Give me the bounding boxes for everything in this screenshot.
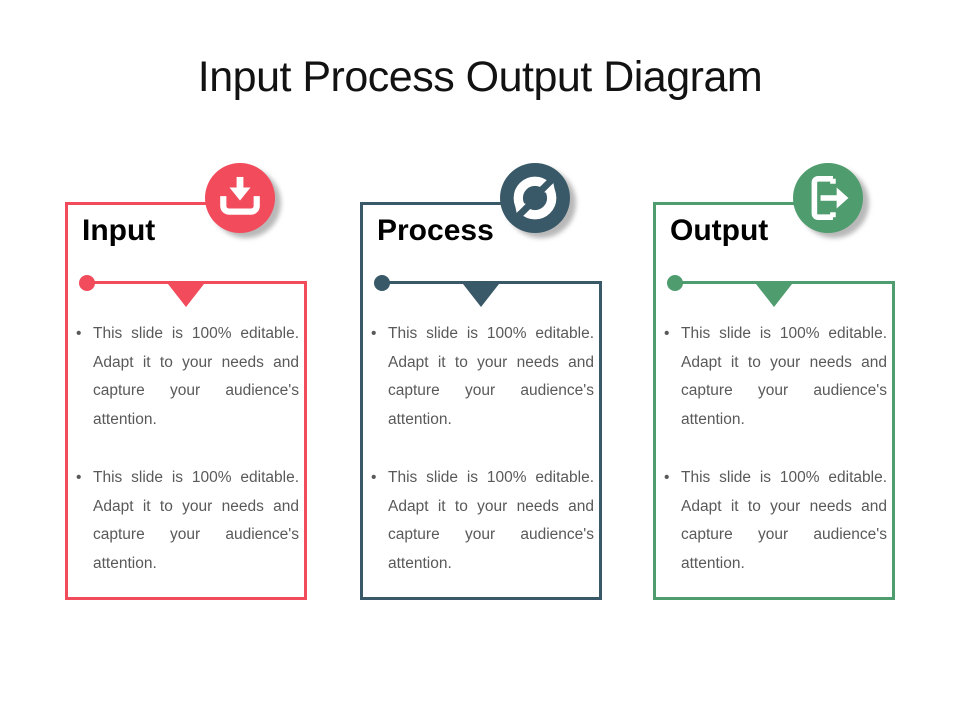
bullet-list: • This slide is 100% editable. Adapt it … bbox=[65, 320, 299, 608]
card-left-border bbox=[65, 202, 68, 600]
download-icon-badge bbox=[205, 163, 275, 233]
bullet-marker: • bbox=[371, 325, 377, 342]
card-right-border bbox=[599, 281, 602, 600]
cycle-icon bbox=[513, 176, 557, 220]
arrow-down-marker bbox=[756, 284, 792, 307]
divider-dot bbox=[79, 275, 95, 291]
card-title: Process bbox=[377, 214, 494, 247]
divider-dot bbox=[374, 275, 390, 291]
divider-line bbox=[85, 281, 307, 284]
card-title: Output bbox=[670, 214, 769, 247]
bullet-text: This slide is 100% editable. Adapt it to… bbox=[681, 325, 887, 428]
arrow-down-marker bbox=[168, 284, 204, 307]
card-bottom-border bbox=[360, 597, 602, 600]
bullet-list: • This slide is 100% editable. Adapt it … bbox=[653, 320, 887, 608]
bullet-item: • This slide is 100% editable. Adapt it … bbox=[653, 464, 887, 578]
divider-dot bbox=[667, 275, 683, 291]
bullet-marker: • bbox=[76, 469, 82, 486]
slide-title: Input Process Output Diagram bbox=[197, 52, 763, 101]
bullet-item: • This slide is 100% editable. Adapt it … bbox=[653, 320, 887, 434]
card-top-border bbox=[65, 202, 243, 205]
bullet-text: This slide is 100% editable. Adapt it to… bbox=[388, 469, 594, 572]
card-left-border bbox=[653, 202, 656, 600]
card-right-border bbox=[304, 281, 307, 600]
bullet-list: • This slide is 100% editable. Adapt it … bbox=[360, 320, 594, 608]
card-bottom-border bbox=[653, 597, 895, 600]
card-top-border bbox=[360, 202, 538, 205]
export-icon-badge bbox=[793, 163, 863, 233]
bullet-marker: • bbox=[664, 469, 670, 486]
bullet-item: • This slide is 100% editable. Adapt it … bbox=[65, 320, 299, 434]
bullet-marker: • bbox=[371, 469, 377, 486]
export-icon bbox=[811, 176, 849, 220]
output-card: Output • This slide is 100% editable. Ad… bbox=[653, 163, 895, 600]
bullet-text: This slide is 100% editable. Adapt it to… bbox=[93, 325, 299, 428]
cycle-icon-badge bbox=[500, 163, 570, 233]
input-card: Input • This slide is 100% editable. Ada… bbox=[65, 163, 307, 600]
card-bottom-border bbox=[65, 597, 307, 600]
bullet-item: • This slide is 100% editable. Adapt it … bbox=[360, 320, 594, 434]
card-left-border bbox=[360, 202, 363, 600]
bullet-marker: • bbox=[76, 325, 82, 342]
card-title: Input bbox=[82, 214, 156, 247]
card-right-border bbox=[892, 281, 895, 600]
card-top-border bbox=[653, 202, 831, 205]
divider-line bbox=[380, 281, 602, 284]
bullet-text: This slide is 100% editable. Adapt it to… bbox=[681, 469, 887, 572]
process-card: Process • This slide is 100% editable. A… bbox=[360, 163, 602, 600]
bullet-text: This slide is 100% editable. Adapt it to… bbox=[388, 325, 594, 428]
bullet-marker: • bbox=[664, 325, 670, 342]
bullet-item: • This slide is 100% editable. Adapt it … bbox=[360, 464, 594, 578]
bullet-item: • This slide is 100% editable. Adapt it … bbox=[65, 464, 299, 578]
arrow-down-marker bbox=[463, 284, 499, 307]
download-icon bbox=[220, 176, 260, 215]
bullet-text: This slide is 100% editable. Adapt it to… bbox=[93, 469, 299, 572]
divider-line bbox=[673, 281, 895, 284]
